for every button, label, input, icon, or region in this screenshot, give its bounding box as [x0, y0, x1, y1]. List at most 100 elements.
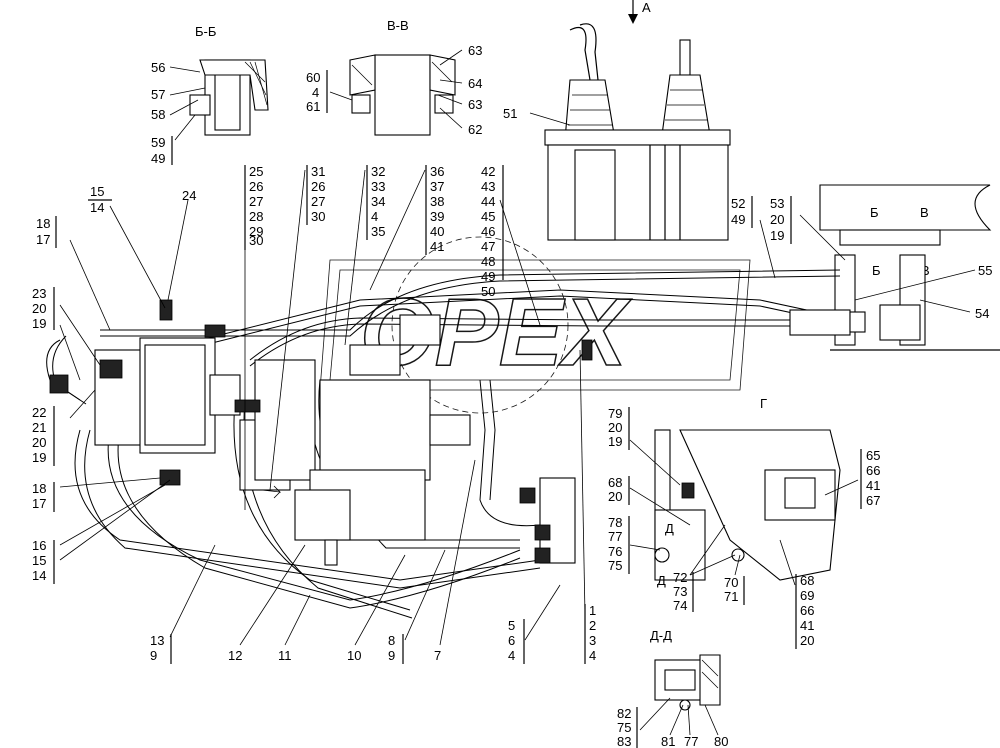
label-44: 44: [481, 194, 495, 209]
marker-d-top: Д: [665, 521, 674, 536]
label-72: 72: [673, 570, 687, 585]
label-46: 46: [481, 224, 495, 239]
view-g-label: Г: [760, 396, 767, 411]
label-41-a: 41: [866, 478, 880, 493]
label-3: 3: [589, 633, 596, 648]
hose-bundle: [46, 269, 850, 619]
label-54: 54: [975, 306, 989, 321]
leader-lines: [59, 49, 976, 736]
section-dd-title: Д-Д: [650, 628, 672, 643]
label-36: 36: [430, 164, 444, 179]
label-6: 6: [508, 633, 515, 648]
label-57: 57: [151, 87, 165, 102]
section-bb-detail: Б-Б: [189, 24, 269, 136]
label-48: 48: [481, 254, 495, 269]
label-37: 37: [430, 179, 444, 194]
label-15-top: 15: [90, 184, 104, 199]
marker-b-bottom: Б: [872, 263, 881, 278]
label-20-c68b: 20: [800, 633, 814, 648]
label-63a: 63: [468, 43, 482, 58]
label-66-a: 66: [866, 463, 880, 478]
label-40: 40: [430, 224, 444, 239]
label-15-low: 15: [32, 553, 46, 568]
section-bb-title: Б-Б: [195, 24, 216, 39]
label-63b: 63: [468, 97, 482, 112]
label-47: 47: [481, 239, 495, 254]
label-67: 67: [866, 493, 880, 508]
label-27a: 27: [249, 194, 263, 209]
label-21: 21: [32, 420, 46, 435]
label-20-c53: 20: [770, 212, 784, 227]
label-24: 24: [182, 188, 196, 203]
label-52: 52: [731, 196, 745, 211]
label-20-c22: 20: [32, 435, 46, 450]
label-14-low: 14: [32, 568, 46, 583]
label-68-b: 68: [800, 573, 814, 588]
label-77-b: 77: [684, 734, 698, 748]
label-30a: 30: [249, 233, 263, 248]
label-4-vv: 4: [312, 85, 319, 100]
label-20-c79: 20: [608, 420, 622, 435]
control-levers: [544, 23, 731, 241]
label-23: 23: [32, 286, 46, 301]
label-73: 73: [673, 584, 687, 599]
label-25: 25: [249, 164, 263, 179]
label-32: 32: [371, 164, 385, 179]
label-70: 70: [724, 575, 738, 590]
label-82: 82: [617, 706, 631, 721]
label-8: 8: [388, 633, 395, 648]
label-69: 69: [800, 588, 814, 603]
label-1: 1: [589, 603, 596, 618]
label-42: 42: [481, 164, 495, 179]
label-60: 60: [306, 70, 320, 85]
label-49: 49: [151, 151, 165, 166]
label-19-c22: 19: [32, 450, 46, 465]
label-68-a: 68: [608, 475, 622, 490]
label-16: 16: [32, 538, 46, 553]
label-74: 74: [673, 598, 687, 613]
view-g-detail: Г Д Д: [654, 396, 841, 588]
label-2: 2: [589, 618, 596, 633]
label-20-c23: 20: [32, 301, 46, 316]
label-53: 53: [770, 196, 784, 211]
pump-assembly: [49, 299, 921, 566]
label-17-low: 17: [32, 496, 46, 511]
label-38: 38: [430, 194, 444, 209]
label-83: 83: [617, 734, 631, 748]
label-28: 28: [249, 209, 263, 224]
view-a-label: А: [642, 0, 651, 15]
marker-b-top: Б: [870, 205, 879, 220]
label-4-col32: 4: [371, 209, 378, 224]
label-41: 41: [430, 239, 444, 254]
label-19-c23: 19: [32, 316, 46, 331]
view-arrow-a: А: [628, 0, 651, 24]
label-20-c68: 20: [608, 489, 622, 504]
marker-d-bottom: Д: [657, 573, 666, 588]
label-76: 76: [608, 544, 622, 559]
label-78: 78: [608, 515, 622, 530]
label-43: 43: [481, 179, 495, 194]
label-75-a: 75: [608, 558, 622, 573]
label-50: 50: [481, 284, 495, 299]
label-29-vis: 29: [249, 224, 263, 239]
label-22: 22: [32, 405, 46, 420]
label-12: 12: [228, 648, 242, 663]
label-4-c5: 4: [508, 648, 515, 663]
label-49-col42: 49: [481, 269, 495, 284]
label-19-c53: 19: [770, 228, 784, 243]
label-66-b: 66: [800, 603, 814, 618]
label-27b: 27: [311, 194, 325, 209]
label-9-c13: 9: [150, 648, 157, 663]
label-18-top: 18: [36, 216, 50, 231]
label-10: 10: [347, 648, 361, 663]
marker-v-top: В: [920, 205, 929, 220]
callout-labels: 56 57 58 59 49 60 4 61 63 64 63 62 51 52…: [32, 43, 992, 748]
label-75-b: 75: [617, 720, 631, 735]
label-33: 33: [371, 179, 385, 194]
label-14-top: 14: [90, 200, 104, 215]
label-65: 65: [866, 448, 880, 463]
label-55: 55: [978, 263, 992, 278]
label-26b: 26: [311, 179, 325, 194]
